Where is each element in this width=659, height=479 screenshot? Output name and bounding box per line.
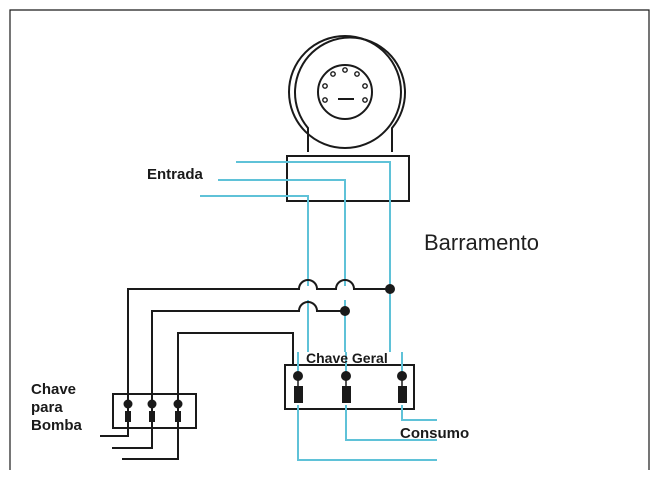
label-chave-geral: Chave Geral [306, 350, 388, 366]
label-consumo: Consumo [400, 425, 470, 442]
diagram-frame [9, 9, 650, 470]
electric-meter-icon [288, 35, 406, 152]
input-wires [200, 161, 391, 352]
meter-base-box [286, 155, 410, 202]
pump-switch [100, 392, 197, 460]
label-chave-bomba-2: para [31, 399, 63, 416]
busbar-lines [127, 279, 390, 392]
label-barramento: Barramento [424, 230, 539, 255]
main-switch [284, 352, 437, 461]
label-chave-bomba-3: Bomba [31, 417, 82, 434]
label-chave-bomba-1: Chave [31, 381, 77, 398]
label-entrada: Entrada [147, 166, 203, 183]
junction-dots [340, 284, 395, 316]
